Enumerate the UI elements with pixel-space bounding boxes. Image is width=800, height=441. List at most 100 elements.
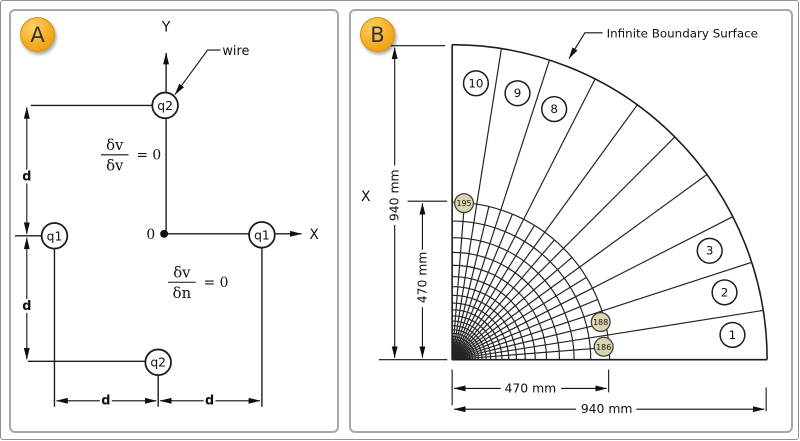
sector-boundary-line [500, 59, 551, 211]
boundary-surface-arrow [568, 32, 603, 59]
bc-numerator: δv [173, 264, 191, 281]
bem-mesh-diagram: Infinite Boundary Surface 940 mm X 470 mm 47… [361, 27, 768, 417]
charge-q1-right: q1 [248, 221, 276, 249]
element-number: 195 [456, 199, 471, 208]
mesh-radial-line [451, 247, 564, 361]
mesh-radial-line [451, 206, 490, 360]
wire-callout-arrow [174, 49, 221, 95]
boundary-surface-label: Infinite Boundary Surface [607, 27, 758, 41]
dim-label-d: d [22, 169, 31, 184]
mesh-radial-line [451, 204, 478, 360]
sector-boundary-line [607, 309, 764, 336]
sector-label-9: 9 [504, 80, 531, 107]
mesh-radial-line [451, 239, 555, 361]
bem-mesh [451, 48, 764, 361]
mesh-radial-line [451, 209, 502, 360]
panel-a-badge: A [20, 17, 55, 52]
sector-label-1: 1 [719, 321, 746, 349]
charge-q2-top-label: q2 [157, 99, 173, 113]
x-axis-label: X [309, 227, 319, 243]
dim-label-mask [20, 299, 33, 313]
charge-q1-right-circle [248, 221, 276, 249]
dim-label-d: d [22, 299, 31, 314]
sector-boundary-line [601, 261, 752, 312]
sector-number: 1 [729, 328, 737, 342]
bc-denominator: δn [173, 285, 192, 302]
panel-a-badge-letter: A [30, 22, 45, 47]
boundary-condition: δv δn = 0 [168, 264, 228, 302]
element-label-186: 186 [593, 336, 614, 357]
charge-q2-top: q2 [151, 91, 179, 120]
charge-q1-left-label: q1 [47, 229, 63, 243]
origin-label: 0 [146, 227, 155, 243]
charge-q2-top-circle [151, 91, 179, 120]
dim-label-940-left: 940 mm [388, 169, 402, 221]
sector-circle [541, 95, 568, 123]
y-axis-label: Y [161, 19, 171, 35]
element-number: 188 [593, 318, 608, 327]
sector-number: 9 [514, 86, 522, 100]
charge-q2-bottom-circle [144, 348, 172, 376]
bc-equals-zero: = 0 [204, 275, 229, 291]
dim-label-mask [203, 393, 216, 408]
mesh-radial-line [451, 256, 573, 361]
sector-label-10: 10 [462, 70, 490, 97]
sector-boundary-line [523, 78, 596, 220]
mesh-radial-line [451, 310, 603, 361]
mesh-radial-line [451, 266, 580, 361]
panel-b-badge: B [360, 17, 395, 52]
mesh-radial-line [451, 322, 606, 361]
dim-label-mask [414, 249, 431, 308]
dim-label-mask [500, 380, 562, 396]
sector-number: 8 [550, 102, 558, 116]
mesh-radial-line [451, 202, 466, 360]
bc-equals-zero: = 0 [136, 148, 161, 164]
sector-boundary-line [476, 48, 502, 205]
mesh-radial-line [451, 298, 598, 361]
sector-boundary-line [579, 174, 708, 268]
sector-circle [462, 70, 490, 97]
sector-circle [504, 80, 531, 107]
charge-q2-bottom-label: q2 [150, 356, 166, 370]
dim-label-mask [99, 393, 112, 408]
sector-circle [719, 321, 746, 349]
origin-dot [160, 229, 169, 238]
dim-label-mask [386, 165, 403, 225]
sector-boundary-line [544, 104, 638, 233]
dim-label-d: d [101, 394, 110, 409]
dim-label-470-bottom: 470 mm [505, 381, 557, 395]
sector-label-8: 8 [541, 95, 568, 123]
charge-q2-bottom: q2 [144, 348, 172, 376]
sector-boundary-line [592, 216, 734, 289]
sector-label-2: 2 [711, 279, 738, 306]
charge-q1-right-label: q1 [254, 228, 270, 242]
element-circle [593, 336, 614, 357]
sector-number: 10 [468, 76, 483, 90]
dim-label-940-bottom: 940 mm [581, 402, 633, 416]
mesh-radial-line [452, 346, 610, 361]
dim-label-mask [20, 169, 33, 184]
mesh-radial-line [451, 287, 593, 361]
dim-label-470-left: 470 mm [415, 252, 429, 304]
mesh-radial-line [451, 276, 587, 361]
charge-q1-left-circle [40, 222, 69, 250]
dim-label-mask [575, 401, 637, 417]
wire-label: wire [222, 44, 249, 59]
charge-q1-left: q1 [40, 222, 69, 250]
axis-marker-x: X [361, 189, 371, 205]
sector-label-3: 3 [696, 237, 723, 264]
mesh-radial-line [451, 213, 513, 360]
sector-circle [696, 237, 723, 264]
element-circle [590, 311, 611, 333]
element-number: 186 [596, 343, 611, 352]
bc-denominator: δv [106, 158, 124, 175]
sector-boundary-line [563, 136, 676, 249]
element-label-195: 195 [453, 193, 475, 214]
mesh-radial-line [451, 219, 525, 360]
dim-label-d: d [205, 394, 214, 409]
mesh-radial-line [451, 225, 535, 360]
